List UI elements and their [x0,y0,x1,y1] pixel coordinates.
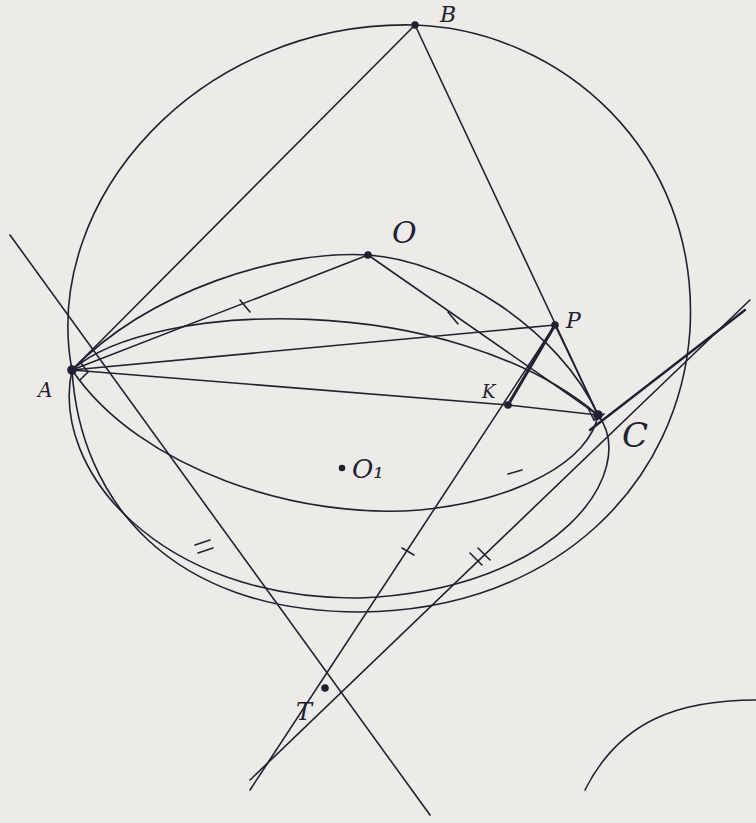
point [505,402,511,408]
arc-aoc [72,255,598,415]
tick [470,553,482,565]
point-label: P [566,310,581,332]
tangent-c [250,300,750,780]
tick [198,548,213,553]
point [412,22,418,28]
point [340,466,345,471]
point-label: A [38,380,52,400]
stray-curve [585,700,756,790]
segment-oc [368,255,598,415]
point [68,366,76,374]
circle-o1 [69,319,609,598]
tick [240,300,250,312]
arc-ac [72,370,598,511]
point [594,411,602,419]
tangent-c-bold [590,310,745,430]
point-label: O [392,218,417,248]
segment-ak [72,370,508,405]
tick [195,540,210,545]
angle-mark [80,362,88,380]
tick [478,548,490,560]
point [552,322,558,328]
tick [448,312,458,324]
tangent-a [10,235,430,815]
point [322,685,328,691]
side-bc [415,25,598,415]
tick [508,470,522,474]
segment-ao [72,255,368,370]
point-label: T [296,700,312,724]
line-pkt [250,325,555,790]
point [365,252,371,258]
point-label: B [440,4,456,26]
segment-pc [555,325,598,415]
tick [402,548,414,555]
segment-ap [72,325,555,370]
angle-mark [588,408,604,420]
point-label: K [482,383,495,401]
point-label: C [622,418,648,452]
side-ab [72,25,415,370]
point-label: O₁ [352,456,384,482]
circumcircle [68,25,691,612]
segment-kc [508,405,598,415]
